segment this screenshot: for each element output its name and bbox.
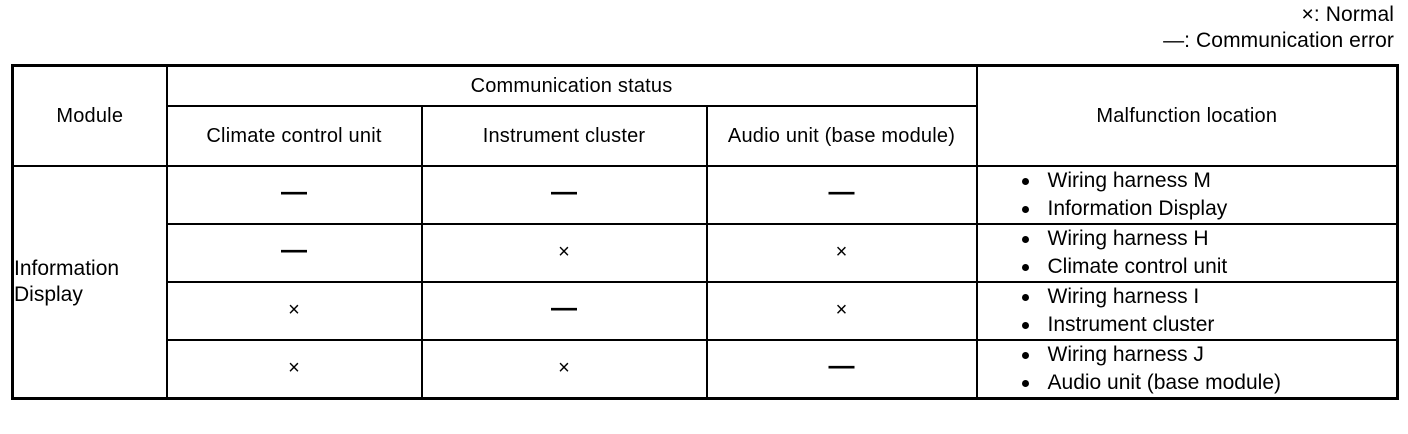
malfunction-list: Wiring harness M Information Display [978,167,1397,223]
table-container: Module Communication status Malfunction … [11,64,1400,400]
malfunction-list: Wiring harness I Instrument cluster [978,283,1397,339]
header-row-top: Module Communication status Malfunction … [11,64,1399,167]
status-symbol: × [288,357,300,379]
cell-climate-status: — [165,222,423,283]
header-row-sub: Climate control unit Instrument cluster … [13,104,1398,167]
status-symbol: × [288,299,300,321]
header-communication-status: Communication status [165,64,978,107]
header-instrument-cluster: Instrument cluster [420,104,708,167]
status-symbol: × [558,357,570,379]
list-item: Wiring harness I [1020,283,1397,311]
cell-audio-status: — [705,338,978,399]
status-symbol: — [828,349,855,380]
list-item: Instrument cluster [1020,311,1397,339]
status-symbol: × [835,299,848,321]
list-item: Wiring harness M [1020,167,1397,195]
cell-climate-status: — [165,164,423,225]
list-item: Wiring harness J [1020,341,1397,369]
cell-malfunction-location: Wiring harness J Audio unit (base module… [975,338,1399,399]
header-module: Module [11,64,168,167]
cell-malfunction-location: Wiring harness H Climate control unit [975,222,1399,283]
header-audio-unit: Audio unit (base module) [705,104,978,167]
table-row: — × × Wiring harness H Climate control u… [13,222,1399,283]
table-head: Module Communication status Malfunction … [11,64,1399,167]
cell-audio-status: — [705,164,978,225]
cell-module-name: Information Display [11,164,168,399]
status-symbol: — [828,175,855,206]
cell-malfunction-location: Wiring harness I Instrument cluster [975,280,1399,341]
header-malfunction-location: Malfunction location [975,64,1399,167]
legend-normal: ×: Normal [1301,3,1394,26]
cell-cluster-status: × [420,222,708,283]
cell-climate-status: × [165,338,423,399]
status-symbol: — [551,291,577,322]
symbol-legend: ×: Normal —: Communication error [1163,2,1394,54]
table-row: × × — Wiring harness J Audio unit (base … [13,338,1399,399]
communication-status-table: Module Communication status Malfunction … [11,64,1400,400]
table-body: Information Display — — — Wiring harness… [11,164,1399,399]
list-item: Information Display [1020,195,1397,223]
status-symbol: — [551,175,577,206]
cell-cluster-status: — [420,164,708,225]
cell-audio-status: × [705,222,978,283]
cell-cluster-status: — [420,280,708,341]
header-climate-control-unit: Climate control unit [165,104,423,167]
list-item: Wiring harness H [1020,225,1397,253]
cell-cluster-status: × [420,338,708,399]
cell-climate-status: × [165,280,423,341]
list-item: Climate control unit [1020,253,1397,281]
cell-malfunction-location: Wiring harness M Information Display [975,164,1399,225]
status-symbol: × [835,241,848,263]
table-row: Information Display — — — Wiring harness… [11,164,1399,399]
malfunction-list: Wiring harness H Climate control unit [978,225,1397,281]
status-symbol: × [558,241,570,263]
malfunction-list: Wiring harness J Audio unit (base module… [978,341,1397,397]
status-symbol: — [281,175,307,206]
list-item: Audio unit (base module) [1020,369,1397,397]
table-row: × — × Wiring harness I Instrument cluste… [13,280,1399,341]
legend-error: —: Communication error [1163,29,1394,52]
status-symbol: — [281,233,307,264]
cell-audio-status: × [705,280,978,341]
